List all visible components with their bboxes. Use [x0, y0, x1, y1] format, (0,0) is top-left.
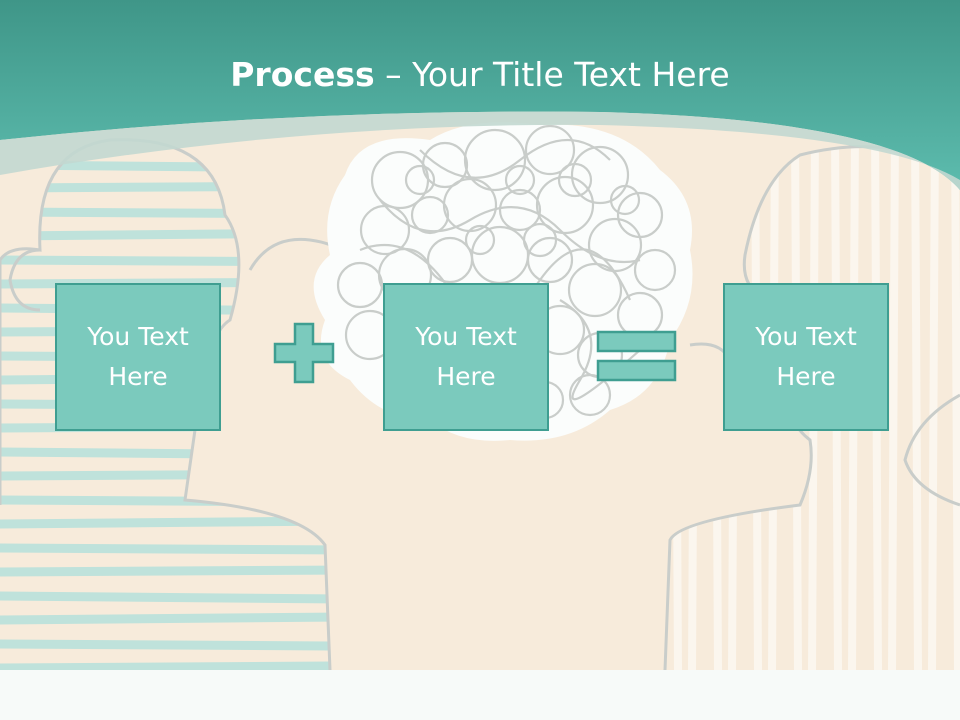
header-band	[0, 0, 960, 190]
slide-title: Process – Your Title Text Here	[0, 52, 960, 98]
left-person-outline	[0, 138, 332, 670]
plus-icon	[273, 322, 335, 384]
text-box-3-label: You Text Here	[755, 322, 857, 391]
title-rest-part: – Your Title Text Here	[374, 55, 730, 94]
text-box-1-label: You Text Here	[87, 322, 189, 391]
text-box-1[interactable]: You Text Here	[55, 283, 221, 431]
text-box-2[interactable]: You Text Here	[383, 283, 549, 431]
equals-icon	[596, 330, 677, 382]
text-box-3[interactable]: You Text Here	[723, 283, 889, 431]
slide-canvas: Process – Your Title Text Here You Text …	[0, 0, 960, 670]
title-bold-part: Process	[230, 55, 375, 94]
text-box-2-label: You Text Here	[415, 322, 517, 391]
bottom-band	[0, 670, 960, 720]
